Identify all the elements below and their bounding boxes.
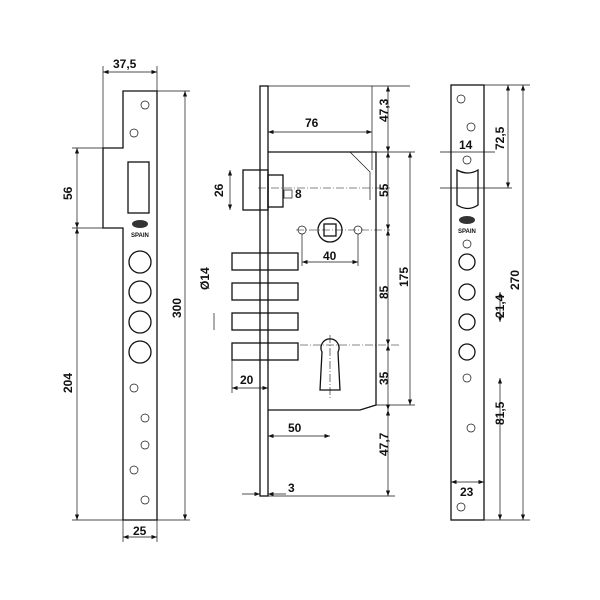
dim-spindle-to-cylinder: 85 xyxy=(377,285,391,299)
dim-lower-height: 204 xyxy=(61,373,75,393)
lock-body: 76 47,3 26 8 55 40 175 Ø14 85 20 35 50 4… xyxy=(198,85,415,497)
dim-backset-bolt: 76 xyxy=(305,116,319,130)
dim-step-height: 56 xyxy=(61,186,75,200)
dim-width-top: 37,5 xyxy=(113,57,137,71)
strike-plate: SPAIN 37,5 56 300 204 25 xyxy=(61,57,190,542)
dim-bolt-throw: 20 xyxy=(240,373,254,387)
dim-backset: 50 xyxy=(288,421,302,435)
dim-latch-to-spindle: 55 xyxy=(377,183,391,197)
brand-label: SPAIN xyxy=(131,233,149,239)
dim-latch-height: 26 xyxy=(212,183,226,197)
brand-logo xyxy=(459,216,475,224)
dim-spindle-square: 8 xyxy=(295,187,302,201)
dim-top-to-latch: 72,5 xyxy=(493,126,507,150)
deadbolts xyxy=(231,252,299,361)
brand-logo xyxy=(132,220,148,228)
dim-bolt-diameter: Ø14 xyxy=(198,267,212,290)
dim-total-height: 270 xyxy=(508,270,522,290)
dim-top-offset: 47,3 xyxy=(377,98,391,122)
dim-bottom-offset: 47,7 xyxy=(377,432,391,456)
dim-width: 23 xyxy=(460,485,474,499)
dim-width: 25 xyxy=(133,524,147,538)
dim-body-height: 175 xyxy=(397,267,411,287)
dim-total-height: 300 xyxy=(170,298,184,318)
dim-bottom-offset: 81,5 xyxy=(493,401,507,425)
dim-bolt-spacing: 21,4 xyxy=(493,294,507,318)
faceplate: SPAIN 14 72,5 21,4 270 81,5 23 xyxy=(440,84,530,521)
screw-hole-icon xyxy=(129,100,150,505)
screw-hole-icon xyxy=(456,94,476,512)
cylinder-hole xyxy=(319,338,341,391)
dim-cylinder-lower: 35 xyxy=(377,371,391,385)
dim-faceplate-thickness: 3 xyxy=(288,481,295,495)
dim-screw-spacing: 40 xyxy=(323,249,337,263)
dim-latch-width: 14 xyxy=(459,138,473,152)
brand-label: SPAIN xyxy=(458,229,476,235)
